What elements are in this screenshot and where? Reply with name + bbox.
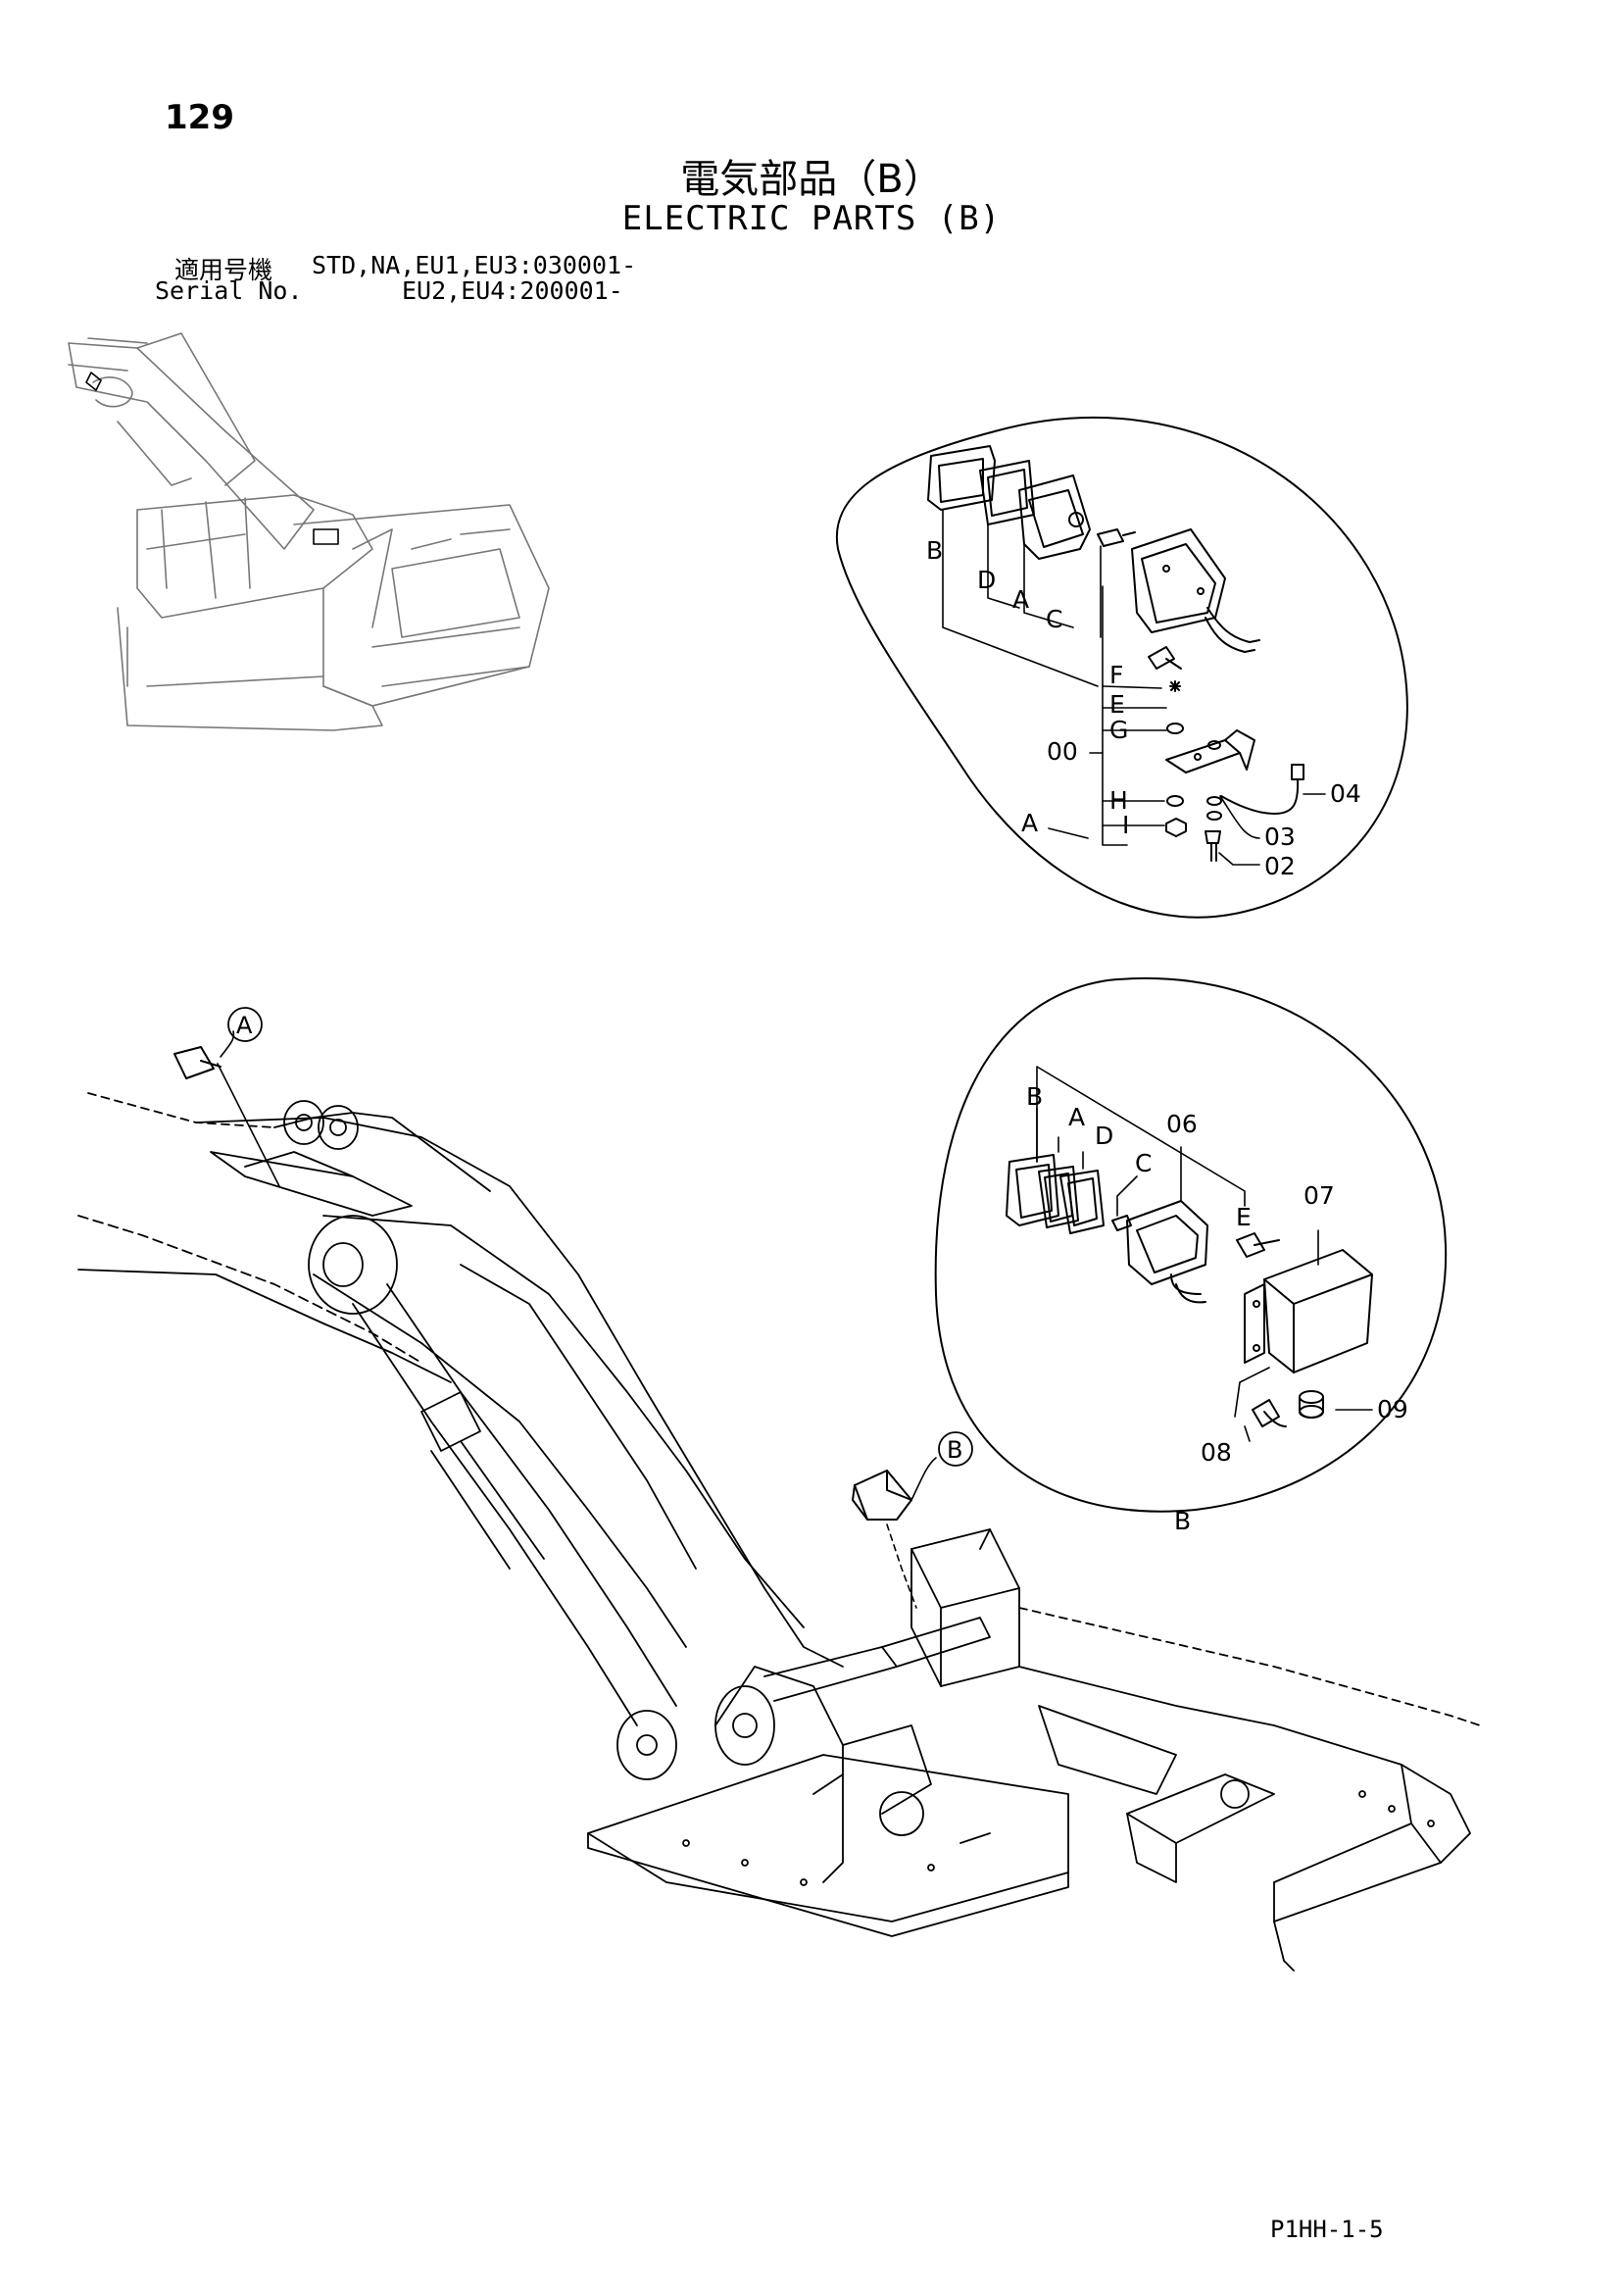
detail-a-label-g: G: [1109, 716, 1128, 744]
detail-b-label-a: A: [1068, 1103, 1085, 1131]
callout-a: A: [227, 1007, 263, 1042]
callout-b: B: [938, 1431, 973, 1467]
relay-component-b: [852, 1457, 937, 1609]
detail-a-label-e: E: [1109, 690, 1125, 719]
detail-b-lamp-assembly: [1006, 1154, 1373, 1427]
detail-b-leaders: [1036, 1066, 1373, 1442]
detail-b-labels: B A D C 06 E 07 09 08 B: [1026, 1082, 1408, 1535]
detail-b-label-07: 07: [1303, 1181, 1335, 1210]
page-title-english: ELECTRIC PARTS (B): [621, 199, 1002, 238]
serial-label-english: Serial No.: [155, 276, 303, 305]
footer-drawing-code: P1HH-1-5: [1270, 2216, 1384, 2243]
serial-label-japanese: 適用号機: [174, 256, 273, 284]
detail-b-label-d: D: [1095, 1122, 1113, 1150]
detail-a-label-04: 04: [1330, 779, 1361, 808]
detail-a-leaders: [942, 509, 1326, 866]
detail-a-view-label: A: [1021, 809, 1038, 837]
detail-a-label-h: H: [1109, 786, 1128, 815]
detail-a-oval: [835, 416, 1408, 919]
detail-a-label-f: F: [1109, 661, 1123, 689]
callout-a-label: A: [236, 1012, 253, 1039]
callout-b-label: B: [947, 1436, 962, 1464]
detail-a-label-c: C: [1046, 605, 1062, 633]
detail-b-label-06: 06: [1166, 1110, 1198, 1138]
detail-b-view-label: B: [1174, 1507, 1191, 1535]
detail-b-label-e: E: [1236, 1203, 1252, 1231]
detail-a-label-a: A: [1012, 585, 1029, 614]
detail-b-circle: [934, 977, 1448, 1513]
detail-a-label-assembly: 00: [1047, 737, 1078, 766]
detail-a-lamp-assembly: [927, 445, 1304, 862]
boom-and-frame-illustration: [77, 1092, 1481, 1972]
detail-b-label-c: C: [1135, 1149, 1152, 1177]
page-title-japanese: 電気部品（B）: [680, 157, 943, 202]
detail-a-label-03: 03: [1264, 823, 1296, 851]
serial-range-line-1: STD,NA,EU1,EU3:030001-: [312, 251, 637, 279]
excavator-overview-illustration: [68, 332, 550, 731]
detail-a-label-02: 02: [1264, 852, 1296, 880]
detail-a-label-b: B: [926, 536, 943, 565]
serial-range-line-2: EU2,EU4:200001-: [402, 276, 623, 305]
detail-a-label-i: I: [1122, 811, 1129, 839]
detail-b-label-b: B: [1026, 1082, 1043, 1111]
detail-b-label-08: 08: [1201, 1438, 1232, 1467]
detail-a-label-d: D: [977, 566, 996, 594]
detail-b-label-09: 09: [1377, 1395, 1408, 1423]
lamp-component-a: [173, 1030, 280, 1187]
page-number: 129: [165, 98, 234, 137]
detail-a-labels: B D A C F E G 00 H I 04 03 02 A: [926, 536, 1361, 880]
